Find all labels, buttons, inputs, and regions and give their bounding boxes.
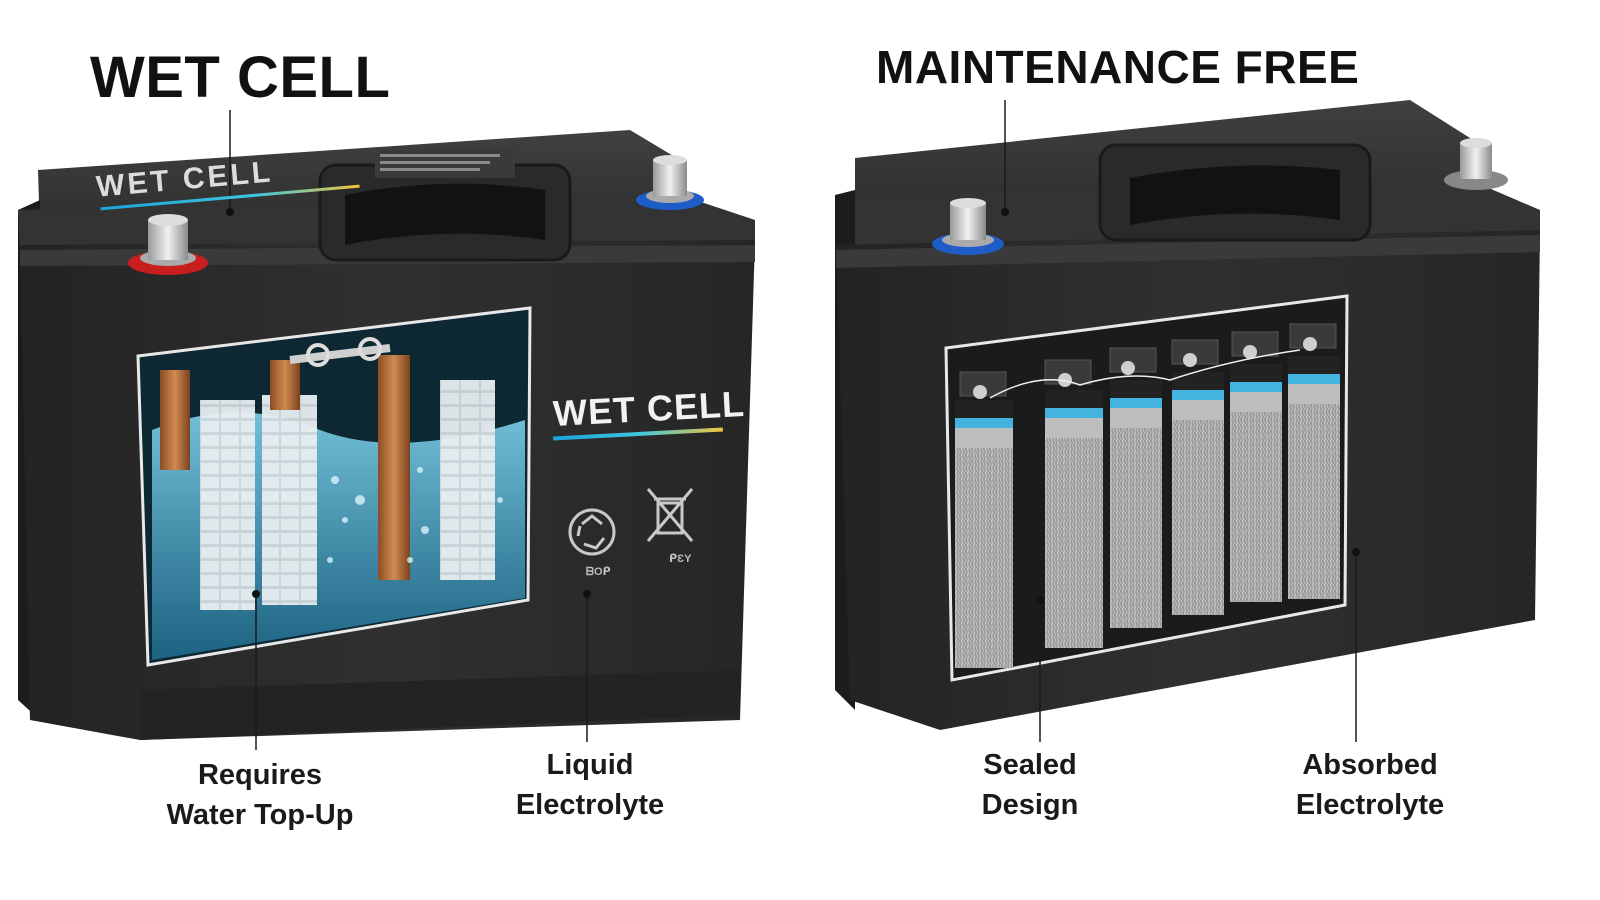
callout-absorbed-electrolyte: Absorbed Electrolyte (1250, 745, 1490, 825)
crossed-bin-icon (646, 488, 694, 542)
maintenance-free-cutaway-window (944, 294, 1349, 682)
callout-line: Water Top-Up (166, 799, 354, 831)
recycle-symbol-text: ᗷOᑭ (586, 566, 611, 578)
wet-cell-title: WET CELL (90, 45, 391, 110)
recycle-icon (568, 508, 616, 556)
wet-cell-battery (18, 110, 755, 750)
callout-requires-water-top-up: Requires Water Top-Up (130, 755, 390, 835)
absorbed-electrolyte-cells (955, 356, 1340, 668)
callout-line: Electrolyte (515, 789, 665, 821)
maintenance-free-leader-lines (1004, 100, 1357, 742)
callout-line: Liquid (546, 749, 634, 781)
wet-cell-negative-terminal (636, 155, 704, 210)
maintenance-free-battery (835, 100, 1540, 742)
maintenance-free-positive-terminal (1444, 138, 1508, 190)
callout-line: Electrolyte (1295, 789, 1445, 821)
callout-sealed-design: Sealed Design (930, 745, 1130, 825)
bin-symbol-text: ᑭƐY (669, 553, 692, 565)
callout-line: Requires (197, 759, 323, 791)
wet-cell-positive-terminal (128, 214, 208, 275)
wet-cell-cutaway-window (136, 306, 532, 667)
maintenance-free-title: MAINTENANCE FREE (876, 41, 1360, 93)
maintenance-free-negative-terminal (932, 198, 1004, 255)
callout-line: Sealed (983, 749, 1077, 781)
callout-line: Absorbed (1302, 749, 1438, 781)
callout-liquid-electrolyte: Liquid Electrolyte (470, 745, 710, 825)
callout-line: Design (981, 789, 1079, 821)
